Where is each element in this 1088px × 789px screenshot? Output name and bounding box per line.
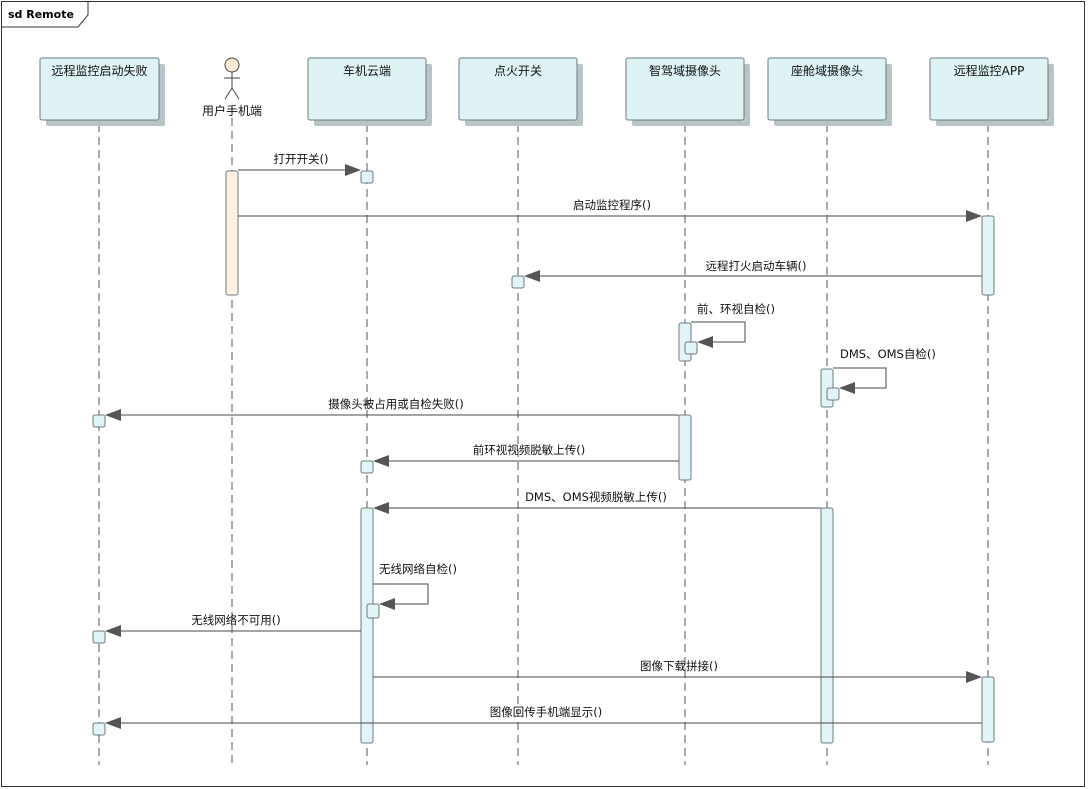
- activation-app-1: [981, 215, 995, 296]
- message-m8-label: DMS、OMS视频脱敏上传(): [525, 490, 667, 504]
- participant-adcam-label: 智驾域摄像头: [649, 63, 721, 78]
- activation-fail-1: [92, 414, 106, 428]
- participant-fail[interactable]: 远程监控启动失败: [39, 57, 165, 126]
- participant-ignition-label: 点火开关: [494, 64, 542, 78]
- activation-adcam-2: [678, 414, 692, 481]
- message-m5-label: DMS、OMS自检(): [840, 347, 936, 361]
- message-labels: 打开开关() 启动监控程序() 远程打火启动车辆() 前、环视自检() DMS、…: [191, 152, 936, 719]
- message-m5-arrow: [833, 367, 887, 394]
- participant-cloud[interactable]: 车机云端: [307, 57, 432, 126]
- participant-user-label: 用户手机端: [202, 103, 262, 118]
- frame-title: sd Remote: [8, 8, 74, 21]
- activation-cloud-nested: [366, 603, 380, 619]
- message-m4-label: 前、环视自检(): [697, 302, 775, 316]
- message-m10-label: 无线网络不可用(): [191, 613, 280, 627]
- activation-cabincam-nested: [826, 387, 840, 401]
- message-m11-label: 图像下载拼接(): [640, 659, 718, 673]
- activation-user: [225, 170, 239, 296]
- user-actor-head: [224, 57, 240, 73]
- activation-cloud-3: [360, 507, 374, 744]
- activation-adcam-nested: [684, 341, 698, 355]
- activation-cloud-1: [360, 170, 374, 184]
- user-actor-leg-right: [231, 87, 240, 100]
- messages: [105, 164, 982, 729]
- participant-user[interactable]: 用户手机端: [202, 57, 262, 118]
- participant-app-label: 远程监控APP: [954, 63, 1025, 78]
- activation-app-2: [981, 676, 995, 743]
- activation-fail-2: [92, 630, 106, 644]
- frame-title-tab: [1, 1, 89, 28]
- activation-cloud-2: [360, 460, 374, 474]
- activation-fail-3: [92, 722, 106, 736]
- participant-heads: 远程监控启动失败 用户手机端 车机云端 点火开关 智驾域摄像头: [39, 57, 1054, 126]
- participant-ignition[interactable]: 点火开关: [458, 57, 583, 126]
- participant-cabincam-label: 座舱域摄像头: [791, 63, 863, 78]
- activation-cabincam-2: [820, 507, 834, 744]
- message-m1-label: 打开开关(): [274, 152, 329, 166]
- activations: [92, 170, 995, 744]
- user-actor-leg-left: [224, 87, 233, 100]
- participant-fail-label: 远程监控启动失败: [51, 63, 147, 78]
- message-m9-label: 无线网络自检(): [379, 562, 457, 576]
- message-m9-arrow: [373, 583, 429, 610]
- participant-cabincam[interactable]: 座舱域摄像头: [767, 57, 892, 126]
- message-m12-label: 图像回传手机端显示(): [490, 705, 602, 719]
- message-m4-arrow: [691, 321, 746, 348]
- message-m6-label: 摄像头被占用或自检失败(): [328, 397, 463, 411]
- message-m3-label: 远程打火启动车辆(): [706, 259, 807, 273]
- participant-adcam[interactable]: 智驾域摄像头: [625, 57, 750, 126]
- participant-app[interactable]: 远程监控APP: [929, 57, 1054, 126]
- message-m2-label: 启动监控程序(): [573, 198, 651, 212]
- activation-ignition: [511, 275, 525, 289]
- message-m7-label: 前环视视频脱敏上传(): [473, 443, 585, 457]
- participant-cloud-label: 车机云端: [343, 63, 391, 78]
